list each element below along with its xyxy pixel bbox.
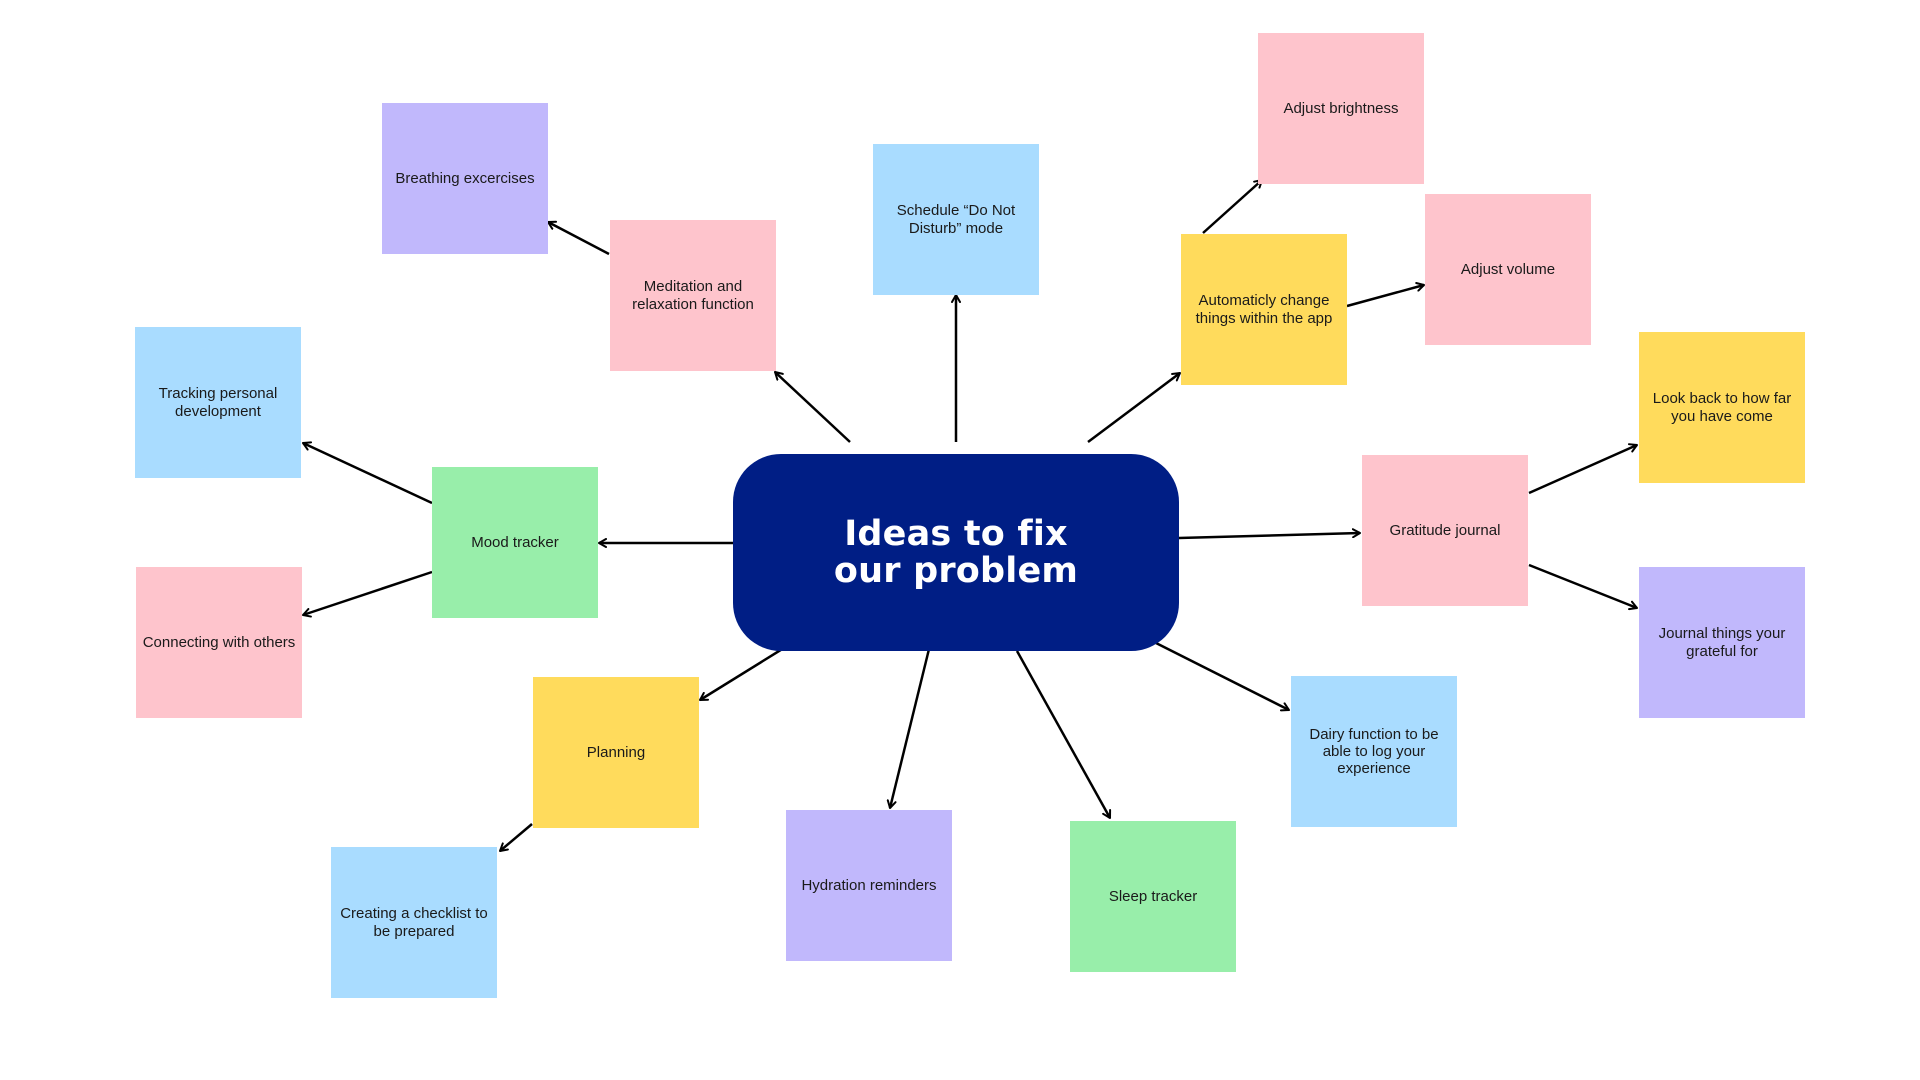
arrow-meditation-to-breathing xyxy=(547,220,610,256)
central-topic-node[interactable]: Ideas to fix our problem xyxy=(733,454,1179,651)
note-label: Schedule “Do Not Disturb” mode xyxy=(896,202,1016,237)
note-label: Connecting with others xyxy=(142,633,296,651)
note-label: Sleep tracker xyxy=(1108,887,1198,905)
note-label: Meditation and relaxation function xyxy=(632,278,754,313)
arrow-planning-to-checklist xyxy=(499,823,533,852)
note-breathing-exercises[interactable]: Breathing excercises xyxy=(382,103,548,254)
arrow-gratitude-to-look-back xyxy=(1528,443,1638,495)
note-adjust-volume[interactable]: Adjust volume xyxy=(1425,194,1591,345)
note-hydration-reminders[interactable]: Hydration reminders xyxy=(786,810,952,961)
arrow-center-to-gratitude xyxy=(1178,528,1361,540)
note-gratitude-journal[interactable]: Gratitude journal xyxy=(1362,455,1528,606)
note-label: Look back to how far you have come xyxy=(1652,390,1792,425)
note-label: Journal things your grateful for xyxy=(1658,625,1786,660)
note-label: Automaticly change things within the app xyxy=(1195,292,1333,327)
arrow-mood-to-connecting xyxy=(302,570,433,618)
note-label: Hydration reminders xyxy=(801,876,937,894)
arrow-center-to-planning xyxy=(699,641,793,702)
arrow-center-to-auto-change xyxy=(1087,372,1181,443)
arrow-gratitude-to-journal-things xyxy=(1528,563,1638,611)
note-label: Gratitude journal xyxy=(1389,521,1501,539)
arrow-center-to-dairy xyxy=(1155,641,1290,712)
note-do-not-disturb[interactable]: Schedule “Do Not Disturb” mode xyxy=(873,144,1039,295)
note-look-back[interactable]: Look back to how far you have come xyxy=(1639,332,1805,483)
central-topic-title: Ideas to fix our problem xyxy=(826,513,1086,591)
note-label: Tracking personal development xyxy=(158,385,278,420)
note-journal-things[interactable]: Journal things your grateful for xyxy=(1639,567,1805,718)
note-label: Adjust brightness xyxy=(1283,99,1399,117)
arrow-center-to-meditation xyxy=(774,371,851,443)
note-meditation[interactable]: Meditation and relaxation function xyxy=(610,220,776,371)
arrow-auto-change-to-volume xyxy=(1346,281,1425,308)
note-dairy-function[interactable]: Dairy function to be able to log your ex… xyxy=(1291,676,1457,827)
note-label: Dairy function to be able to log your ex… xyxy=(1309,725,1439,778)
arrow-auto-change-to-brightness xyxy=(1202,179,1263,234)
note-label: Mood tracker xyxy=(471,533,559,551)
note-sleep-tracker[interactable]: Sleep tracker xyxy=(1070,821,1236,972)
note-tracking-development[interactable]: Tracking personal development xyxy=(135,327,301,478)
note-planning[interactable]: Planning xyxy=(533,677,699,828)
note-adjust-brightness[interactable]: Adjust brightness xyxy=(1258,33,1424,184)
arrow-center-to-hydration xyxy=(886,644,932,809)
note-label: Creating a checklist to be prepared xyxy=(340,905,488,940)
central-topic-line-1: Ideas to fix xyxy=(844,513,1068,554)
central-topic-line-2: our problem xyxy=(833,550,1079,591)
arrow-center-to-sleep xyxy=(1015,650,1112,819)
note-label: Adjust volume xyxy=(1460,260,1556,278)
note-label: Planning xyxy=(586,743,646,761)
note-label: Breathing excercises xyxy=(395,169,535,187)
note-auto-change[interactable]: Automaticly change things within the app xyxy=(1181,234,1347,385)
note-connecting-with-others[interactable]: Connecting with others xyxy=(136,567,302,718)
arrow-mood-to-tracking xyxy=(302,441,433,505)
note-checklist[interactable]: Creating a checklist to be prepared xyxy=(331,847,497,998)
note-mood-tracker[interactable]: Mood tracker xyxy=(432,467,598,618)
